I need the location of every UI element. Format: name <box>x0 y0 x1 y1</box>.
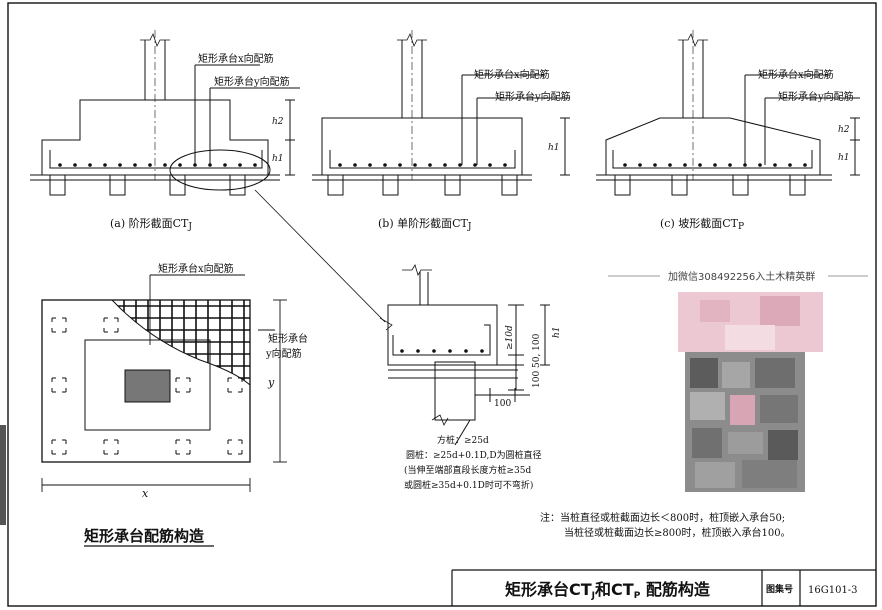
note-line-1: 注：当桩直径或桩截面边长＜800时，桩顶嵌入承台50; <box>540 511 785 524</box>
section-c <box>596 30 860 196</box>
label-a-h1: h1 <box>272 154 284 164</box>
pile-markers <box>51 317 243 455</box>
title-block-title: 矩形承台CTJ和CTP 配筋构造 <box>505 580 711 601</box>
label-plan-y-rebar-2: y向配筋 <box>265 347 302 360</box>
anchor-note-4: 或圆桩≥35d+0.1D时可不弯折) <box>404 479 533 491</box>
label-dim-x: x <box>142 487 149 500</box>
rebar-dots-c <box>623 163 807 167</box>
rebar-dots-b <box>338 163 507 167</box>
label-a-x-rebar: 矩形承台x向配筋 <box>198 52 274 65</box>
plan-title: 矩形承台配筋构造 <box>84 527 204 545</box>
watermark-text: 加微信308492256入土木精英群 <box>668 270 815 283</box>
binding-strip <box>0 425 6 525</box>
atlas-number: 16G101-3 <box>808 585 858 596</box>
label-c-y-rebar: 矩形承台y向配筋 <box>778 90 854 103</box>
title-block <box>451 569 876 606</box>
anchor-note-2: 圆桩：≥25d+0.1D,D为圆桩直径 <box>406 449 542 461</box>
plan-view <box>41 299 251 463</box>
label-b-y-rebar: 矩形承台y向配筋 <box>495 90 571 103</box>
label-detail-h1: h1 <box>552 326 562 338</box>
caption-b: (b) 单阶形截面CTJ <box>378 216 472 232</box>
detail-leader <box>254 189 386 323</box>
rebar-dots-a <box>58 163 257 167</box>
section-b <box>312 30 570 196</box>
atlas-label: 图集号 <box>766 583 793 595</box>
label-c-h2: h2 <box>838 125 850 135</box>
label-dim-y: y <box>267 376 275 389</box>
blurred-qr-image <box>678 292 823 492</box>
section-a <box>30 30 386 323</box>
detail-ellipse <box>169 149 271 191</box>
label-b-x-rebar: 矩形承台x向配筋 <box>474 68 550 81</box>
label-c-x-rebar: 矩形承台x向配筋 <box>758 68 834 81</box>
label-a-y-rebar: 矩形承台y向配筋 <box>214 75 290 88</box>
label-plan-y-rebar-1: 矩形承台 <box>268 332 308 345</box>
caption-a: (a) 阶形截面CTJ <box>110 216 192 232</box>
label-dim-100-vertical: 100 <box>532 371 542 388</box>
label-b-h1: h1 <box>548 143 560 153</box>
note-line-2: 当桩径或桩截面边长≥800时，桩顶嵌入承台100。 <box>564 526 791 539</box>
label-plan-x-rebar: 矩形承台x向配筋 <box>158 262 234 275</box>
mesh-boundary <box>111 299 251 386</box>
label-dim-10d: ≥10d <box>505 325 515 350</box>
caption-c: (c) 坡形截面CTP <box>660 216 744 232</box>
rebar-mesh <box>112 300 250 385</box>
anchor-note-3: (当伸至端部直段长度方桩≥35d <box>404 464 532 476</box>
rebar-dots-detail <box>400 349 484 353</box>
label-c-h1: h1 <box>838 153 850 163</box>
anchor-note-1: 方桩：≥25d <box>437 434 489 446</box>
label-a-h2: h2 <box>272 117 284 127</box>
plan-dimensions <box>41 274 287 492</box>
label-dim-50-100: 50, 100 <box>532 333 542 368</box>
detail-section <box>379 264 550 446</box>
label-dim-100-horizontal: 100 <box>494 399 511 409</box>
